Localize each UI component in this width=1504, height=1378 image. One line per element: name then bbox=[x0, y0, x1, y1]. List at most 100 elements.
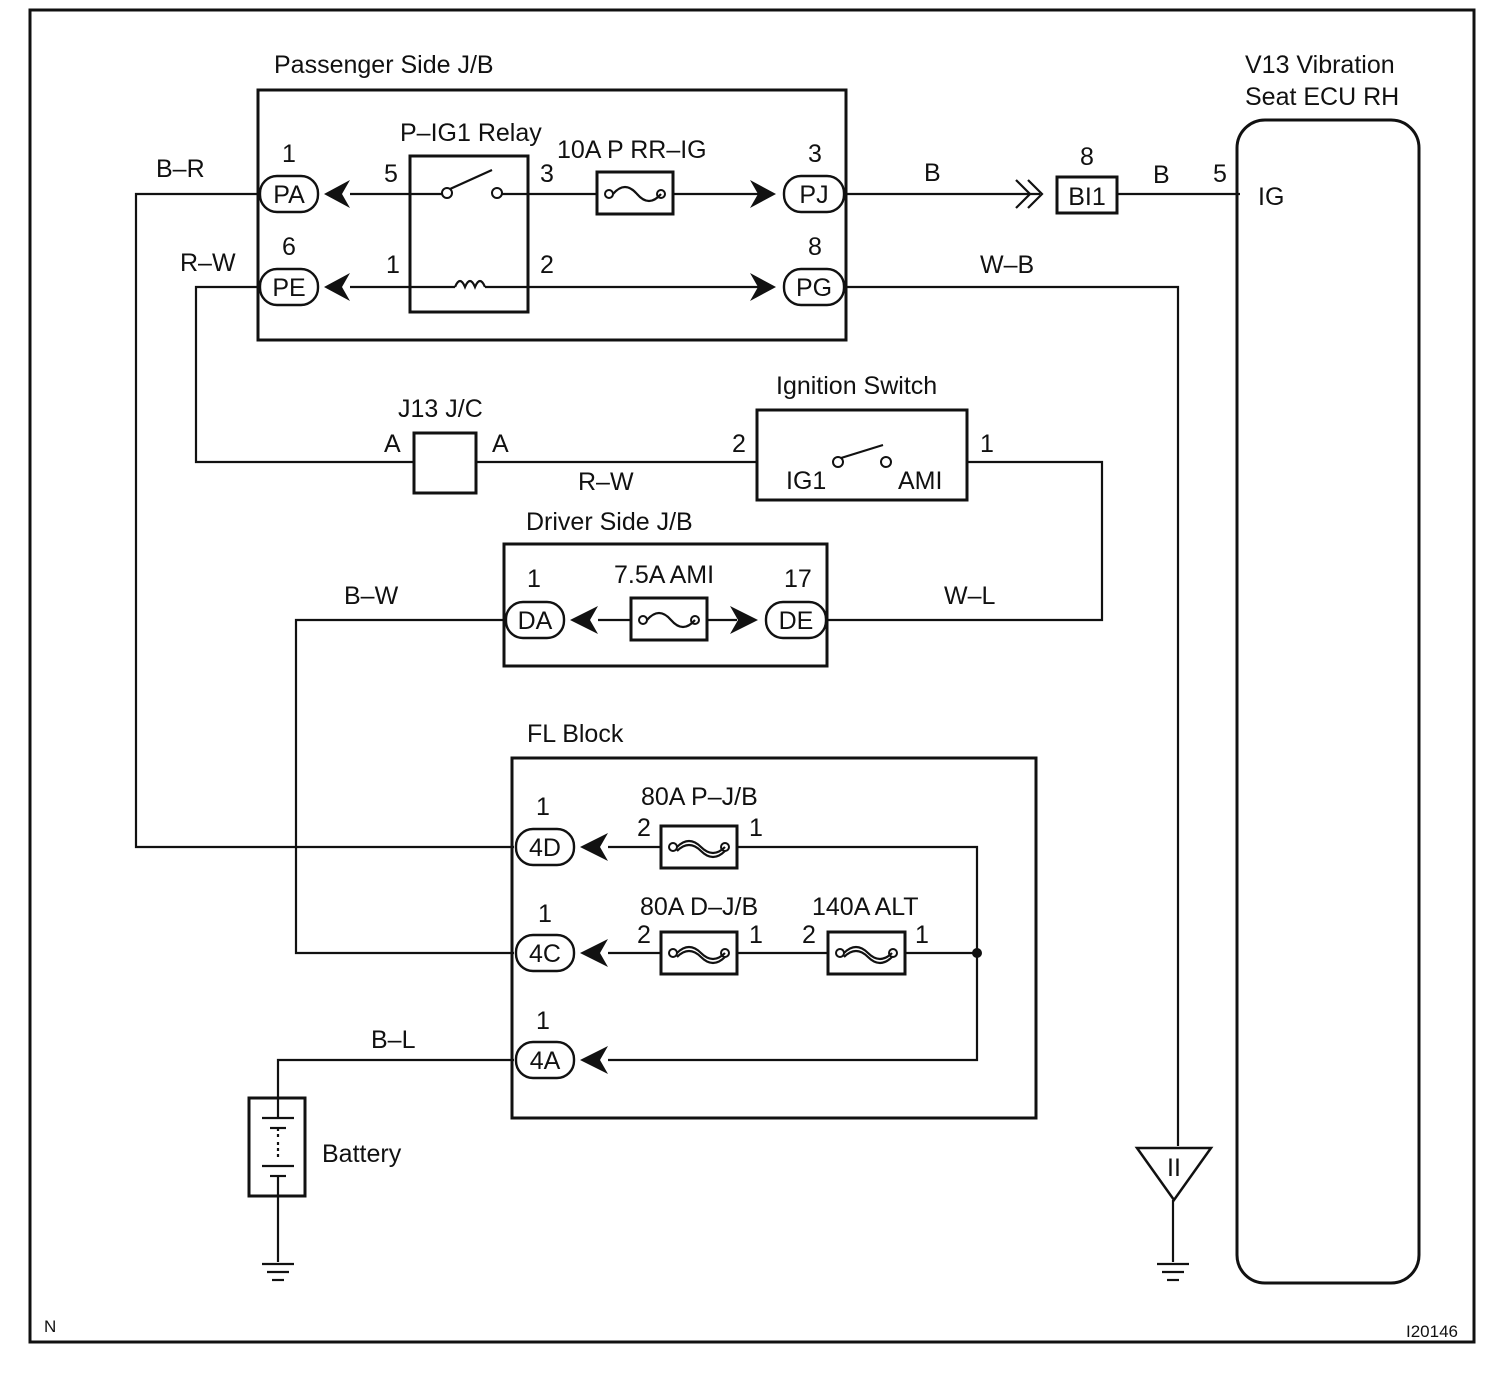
fuse-80a-djb-pin-in: 2 bbox=[637, 921, 651, 949]
connector-arrow-icon bbox=[580, 1046, 608, 1074]
splice-point bbox=[972, 948, 982, 958]
fuse-80a-pjb-pin-in: 2 bbox=[637, 814, 651, 842]
j13-junction-connector: J13 J/C A A bbox=[384, 395, 509, 495]
ecu-box bbox=[1235, 118, 1421, 1285]
wires bbox=[134, 192, 1240, 1262]
connector-de-pin: 17 bbox=[784, 565, 812, 593]
relay-pin-1: 1 bbox=[386, 251, 400, 279]
figure-code: I20146 bbox=[1406, 1322, 1458, 1341]
fuse-140a-alt-icon bbox=[835, 945, 898, 965]
fuse-10a-box bbox=[595, 170, 675, 216]
connector-bi1: BI1 8 bbox=[1015, 143, 1119, 215]
ignition-pin-1: 1 bbox=[980, 430, 994, 458]
connector-pj: PJ 3 bbox=[750, 140, 846, 214]
fuse-7-5a-box bbox=[629, 596, 709, 642]
relay-box bbox=[408, 154, 530, 314]
wire-label-w-l: W–L bbox=[944, 582, 996, 610]
passenger-jb-title: Passenger Side J/B bbox=[274, 51, 494, 79]
svg-text:PA: PA bbox=[273, 181, 305, 209]
connector-arrow-icon bbox=[580, 939, 608, 967]
svg-text:PE: PE bbox=[272, 274, 305, 302]
wire-b-l bbox=[276, 1058, 514, 1098]
ignition-label-ami: AMI bbox=[898, 467, 942, 495]
wire-label-r-w-mid: R–W bbox=[578, 468, 634, 496]
fuse-10a-label: 10A P RR–IG bbox=[557, 136, 707, 164]
ecu-title-line2: Seat ECU RH bbox=[1245, 83, 1399, 111]
connector-4a-pin: 1 bbox=[536, 1007, 550, 1035]
driver-side-jb: Driver Side J/B 7.5A AMI DA 1 DE 17 bbox=[502, 508, 829, 668]
ignition-contact-left bbox=[832, 456, 844, 468]
fuse-80a-pjb-pin-out: 1 bbox=[749, 814, 763, 842]
fuse-140a-alt-pin-out: 1 bbox=[915, 921, 929, 949]
connector-pe: PE 6 bbox=[258, 233, 350, 307]
battery-label: Battery bbox=[322, 1140, 402, 1168]
connector-4a: 4A 1 bbox=[514, 1007, 608, 1080]
relay-pin-3: 3 bbox=[540, 160, 554, 188]
vibration-seat-ecu: V13 Vibration Seat ECU RH IG 5 bbox=[1213, 51, 1421, 1285]
fuse-7-5a-label: 7.5A AMI bbox=[614, 561, 714, 589]
ignition-label-ig1: IG1 bbox=[786, 467, 826, 495]
connector-arrow-icon bbox=[324, 273, 350, 301]
connector-arrow-icon bbox=[750, 273, 776, 301]
ground-icon-left bbox=[262, 1262, 294, 1282]
relay-coil-icon bbox=[453, 279, 487, 290]
wire-label-b-left: B bbox=[924, 159, 941, 187]
fl-block-box bbox=[510, 756, 1038, 1120]
footer-n: N bbox=[44, 1317, 56, 1336]
battery-icon bbox=[262, 1098, 294, 1196]
connector-da: DA 1 bbox=[504, 565, 598, 640]
svg-text:DA: DA bbox=[518, 607, 553, 635]
passenger-side-jb: Passenger Side J/B P–IG1 Relay 5 3 1 2 1… bbox=[256, 51, 848, 342]
wire-label-w-b: W–B bbox=[980, 251, 1034, 279]
connector-4c: 4C 1 bbox=[514, 900, 608, 973]
fuse-80a-djb-icon bbox=[668, 945, 730, 965]
ecu-terminal-ig: IG bbox=[1258, 183, 1284, 211]
wire-r-w-pe bbox=[194, 285, 414, 464]
fuse-80a-pjb-icon bbox=[668, 839, 730, 859]
ignition-pin-2: 2 bbox=[732, 430, 746, 458]
ground-icon-right bbox=[1157, 1262, 1189, 1282]
relay-pin-5: 5 bbox=[384, 160, 398, 188]
connector-pg-pin: 8 bbox=[808, 233, 822, 261]
connector-pa-pin: 1 bbox=[282, 140, 296, 168]
fuse-80a-pjb-label: 80A P–J/B bbox=[641, 783, 758, 811]
j13-title: J13 J/C bbox=[398, 395, 483, 423]
fuse-7-5a-icon bbox=[638, 611, 700, 629]
connector-pg: PG 8 bbox=[750, 233, 846, 307]
ground-point-triangle-icon bbox=[1134, 1146, 1214, 1203]
relay-contact-left bbox=[441, 187, 453, 199]
fuse-80a-djb-box bbox=[659, 930, 739, 976]
relay-switch-arm bbox=[449, 168, 493, 191]
fuse-80a-djb-pin-out: 1 bbox=[749, 921, 763, 949]
wire-w-b bbox=[846, 285, 1180, 1146]
fuse-80a-djb-label: 80A D–J/B bbox=[640, 893, 758, 921]
ignition-contact-right bbox=[880, 456, 892, 468]
svg-text:PJ: PJ bbox=[799, 181, 828, 209]
fl-block: FL Block 80A P–J/B 2 1 80A D–J/B 2 1 140… bbox=[510, 720, 1038, 1120]
j13-pin-left: A bbox=[384, 430, 401, 458]
relay-pin-2: 2 bbox=[540, 251, 554, 279]
connector-pe-pin: 6 bbox=[282, 233, 296, 261]
passenger-jb-box bbox=[256, 88, 848, 342]
fuse-80a-pjb-box bbox=[659, 824, 739, 870]
connector-pj-pin: 3 bbox=[808, 140, 822, 168]
connector-4c-pin: 1 bbox=[538, 900, 552, 928]
svg-text:4D: 4D bbox=[529, 834, 561, 862]
fuse-140a-alt-pin-in: 2 bbox=[802, 921, 816, 949]
battery: Battery bbox=[247, 1096, 402, 1198]
svg-text:4C: 4C bbox=[529, 940, 561, 968]
connector-arrow-icon bbox=[730, 606, 758, 634]
connector-chevron-icon bbox=[1015, 179, 1032, 209]
ground-point-label: II bbox=[1167, 1154, 1181, 1182]
driver-jb-box bbox=[502, 542, 829, 668]
fl-block-title: FL Block bbox=[527, 720, 624, 748]
ignition-switch-box bbox=[755, 408, 969, 502]
connector-da-pin: 1 bbox=[527, 565, 541, 593]
ecu-title-line1: V13 Vibration bbox=[1245, 51, 1395, 79]
connector-4d-pin: 1 bbox=[536, 793, 550, 821]
wire-b-r bbox=[134, 192, 514, 849]
wire-label-b-right: B bbox=[1153, 161, 1170, 189]
j13-pin-right: A bbox=[492, 430, 509, 458]
svg-text:BI1: BI1 bbox=[1068, 183, 1106, 211]
